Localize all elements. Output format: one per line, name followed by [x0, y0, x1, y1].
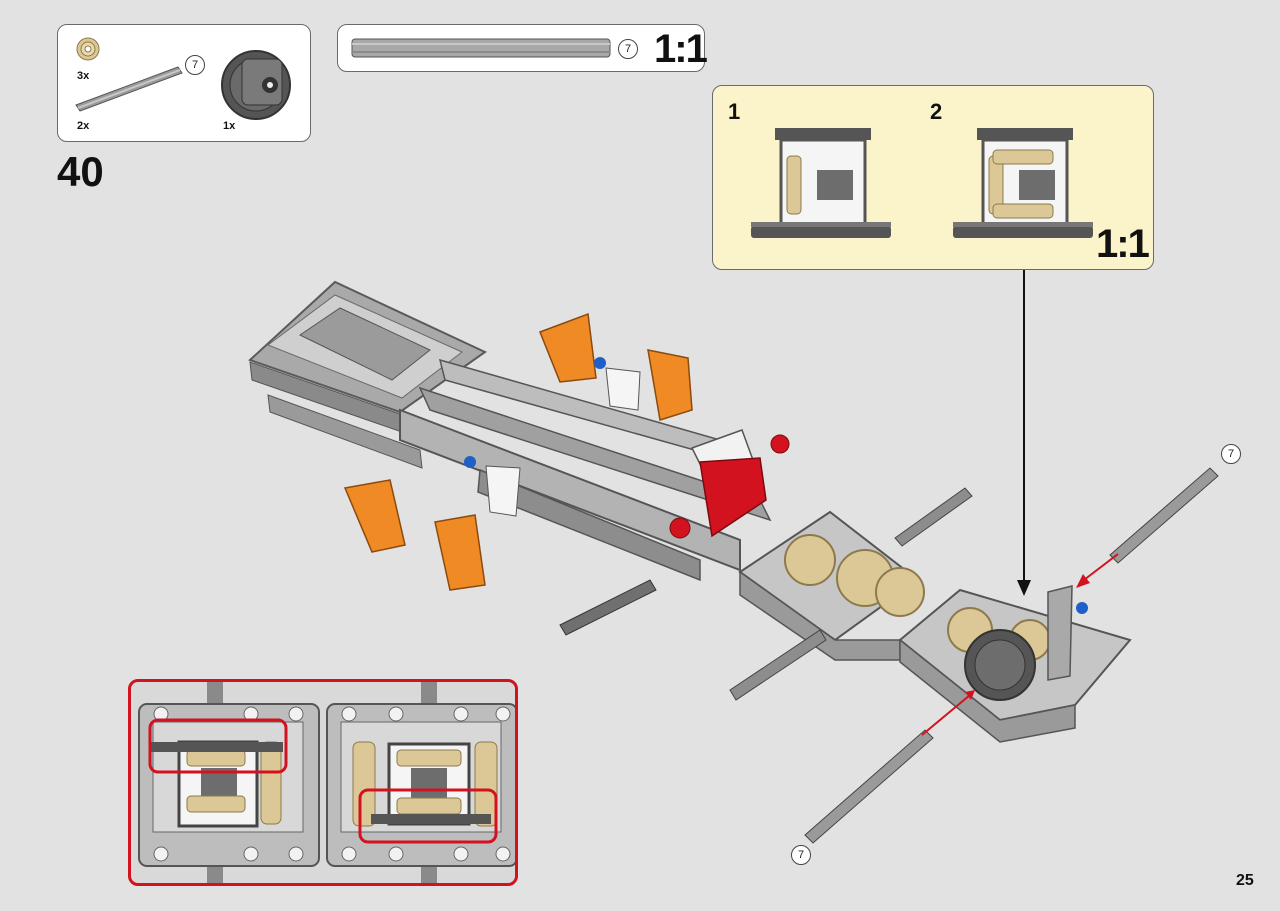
scale-ratio: 1:1: [654, 27, 708, 71]
insert-arrow-icon: [1017, 270, 1031, 596]
differential-icon: [221, 50, 291, 120]
scale-axle-length: 7: [618, 39, 638, 59]
parts-list-box: 3x 2x 7 1x: [57, 24, 311, 142]
differential-quantity: 1x: [223, 120, 236, 132]
detail-illustration: [138, 682, 515, 883]
axle-length-callout-top: 7: [1221, 444, 1241, 464]
substep-2-number: 2: [930, 99, 943, 124]
chassis-frame: [248, 280, 1132, 743]
subassembly-illustrations: [751, 128, 1093, 238]
loose-axle-top-icon: [1109, 467, 1219, 564]
subassembly-box: 1 2 1:1: [712, 85, 1154, 270]
scale-reference-box: 7 1:1: [337, 24, 708, 72]
detail-callout-box: [128, 679, 518, 886]
differential-step1-icon: [751, 128, 891, 238]
scale-axle: [351, 38, 611, 58]
red-insert-arrow-bottom-icon: [921, 690, 975, 736]
axle-icon: [75, 66, 183, 112]
gear-quantity: 3x: [77, 70, 90, 82]
tan-gear-icon: [76, 37, 100, 61]
axle-length-label: 7: [185, 55, 205, 75]
axle-length-callout-bottom: 7: [791, 845, 811, 865]
step-number: 40: [57, 148, 104, 195]
differential-step2-icon: [953, 128, 1093, 238]
axle-quantity: 2x: [77, 120, 90, 132]
page-number: 25: [1236, 872, 1254, 889]
highlight-ring-gear-left: [148, 718, 288, 774]
red-insert-arrow-top-icon: [1076, 553, 1119, 588]
loose-axle-bottom-icon: [804, 729, 934, 844]
parts-illustrations: [75, 37, 291, 120]
highlight-ring-gear-right: [358, 788, 498, 844]
substep-1-number: 1: [728, 99, 741, 124]
subassembly-scale-ratio: 1:1: [1096, 222, 1150, 266]
